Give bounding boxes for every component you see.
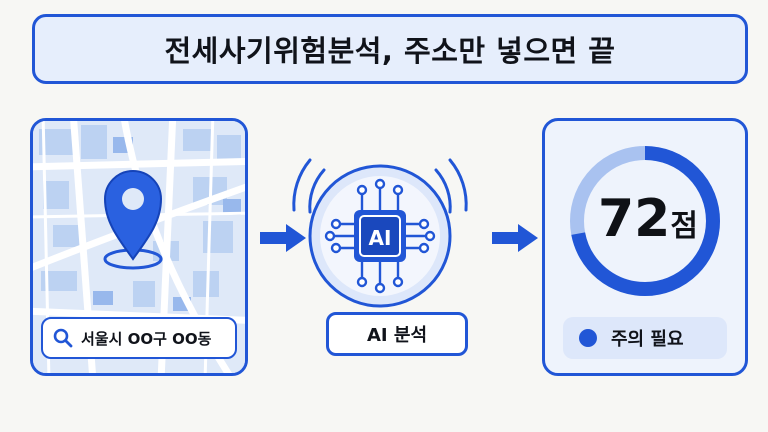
score-value: 72: [598, 189, 671, 249]
score-display: 72점: [545, 189, 751, 249]
address-input-value: 서울시 OO구 OO동: [81, 329, 212, 348]
score-unit: 점: [670, 209, 698, 244]
address-search-box[interactable]: 서울시 OO구 OO동: [41, 317, 237, 359]
status-dot-icon: [579, 329, 597, 347]
status-badge: 주의 필요: [563, 317, 727, 359]
ai-circle: AI: [292, 158, 468, 308]
score-panel: 72점 주의 필요: [542, 118, 748, 376]
ai-analysis-label: AI 분석: [326, 312, 468, 356]
location-pin-icon: [103, 170, 163, 261]
ai-chip-text: AI: [369, 226, 392, 250]
arrow-right-icon: [492, 224, 538, 252]
status-label: 주의 필요: [611, 329, 684, 350]
arrow-right-icon: [260, 224, 306, 252]
title-banner: 전세사기위험분석, 주소만 넣으면 끝: [32, 14, 748, 84]
ai-analysis-text: AI 분석: [366, 325, 427, 346]
map-panel: 서울시 OO구 OO동: [30, 118, 248, 376]
signal-waves-icon: [292, 158, 468, 214]
page-title: 전세사기위험분석, 주소만 넣으면 끝: [164, 34, 616, 68]
score-gauge: [570, 146, 720, 296]
search-icon: [53, 328, 73, 348]
